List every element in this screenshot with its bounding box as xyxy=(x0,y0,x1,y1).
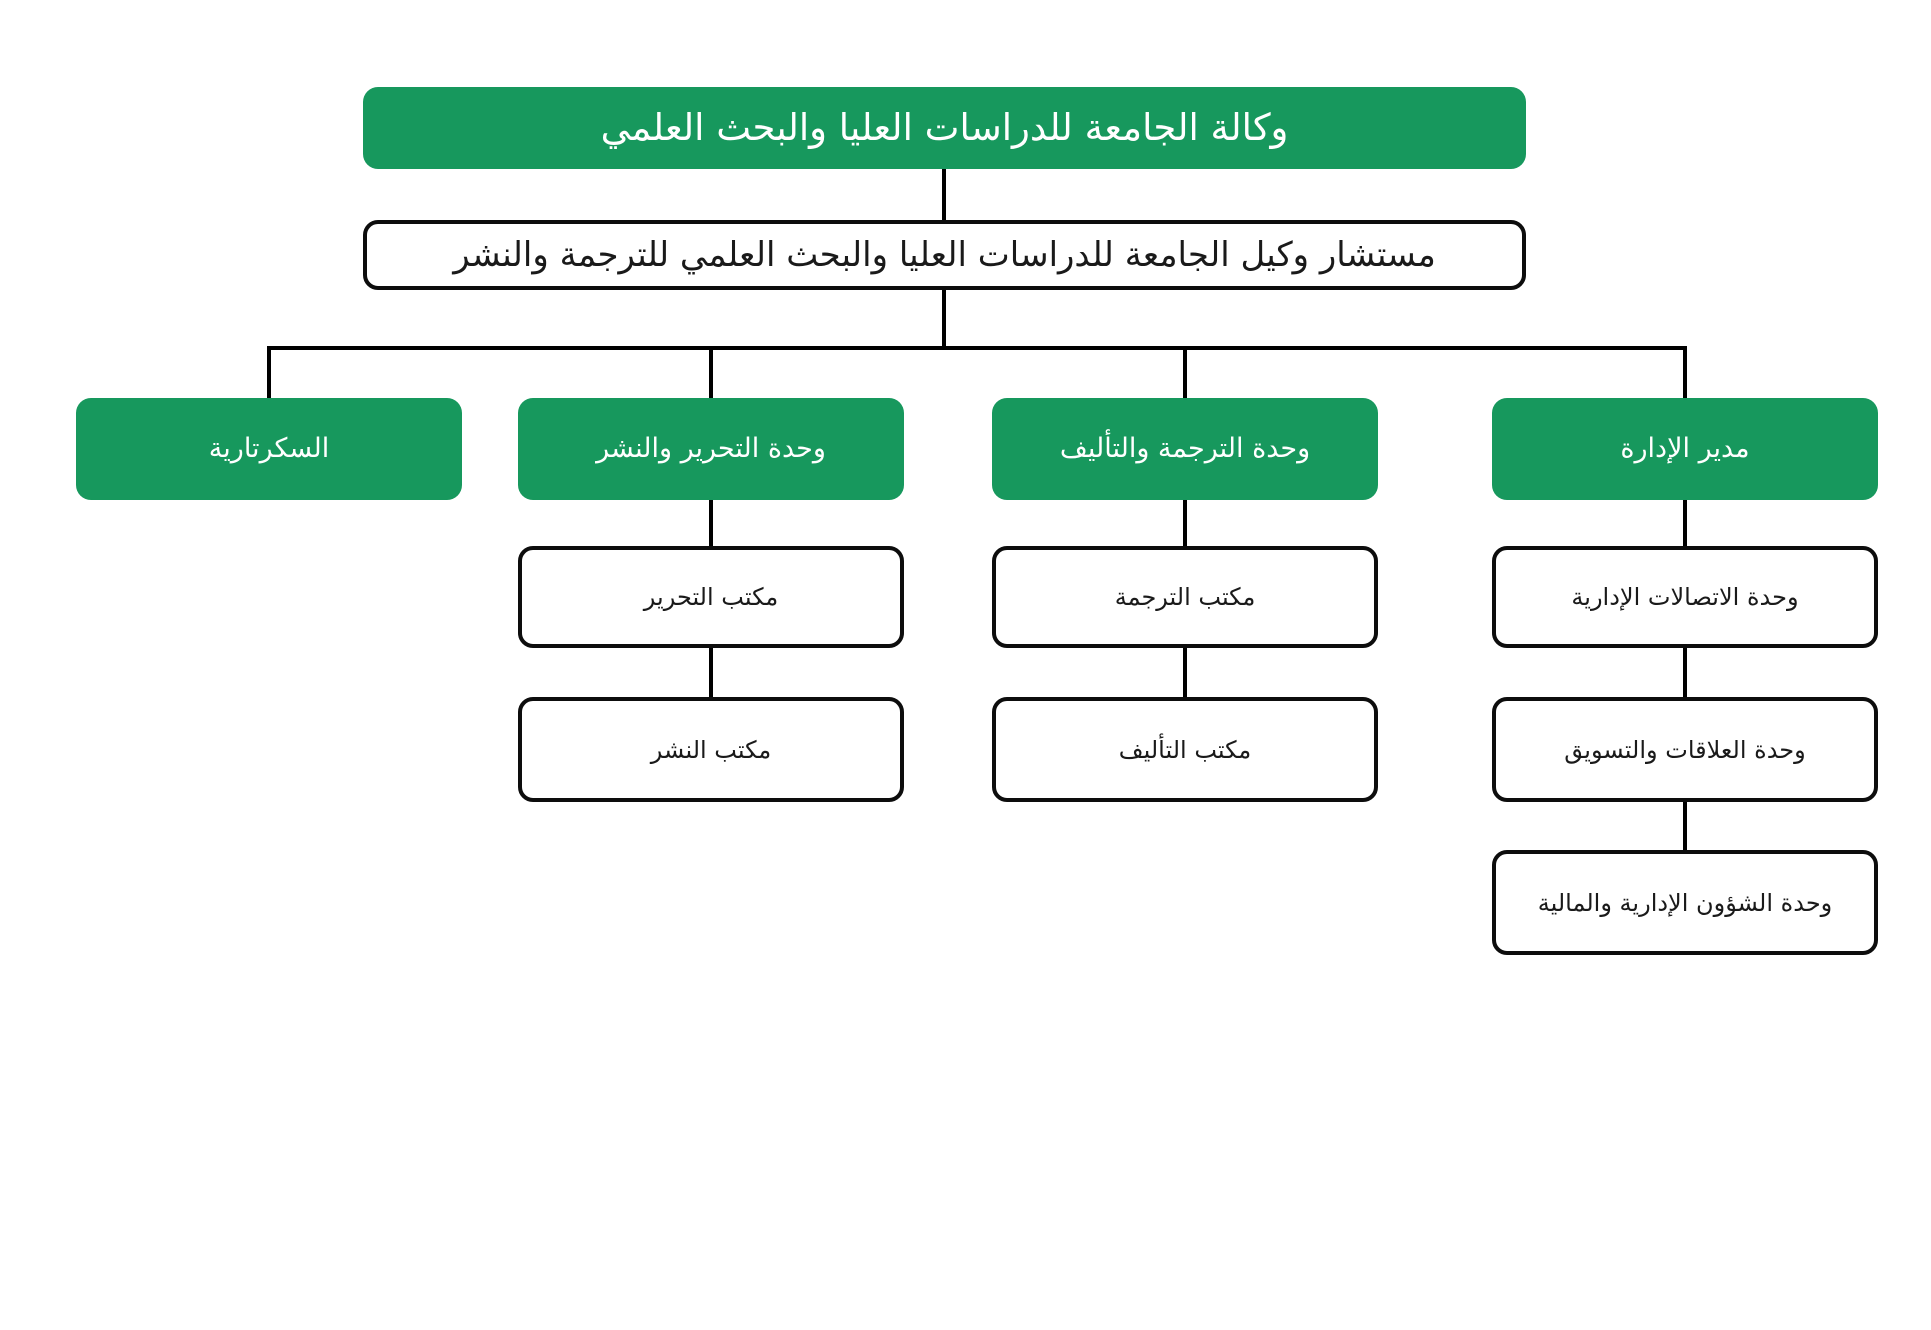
org-node-editing-publishing-unit: وحدة التحرير والنشر xyxy=(518,398,904,500)
org-node-administration-director: مدير الإدارة xyxy=(1492,398,1878,500)
org-node-editing-office: مكتب التحرير xyxy=(518,546,904,648)
org-node-root: وكالة الجامعة للدراسات العليا والبحث الع… xyxy=(363,87,1526,169)
org-node-admin-communications-unit: وحدة الاتصالات الإدارية xyxy=(1492,546,1878,648)
connector-bus-to-secretariat xyxy=(267,350,271,398)
connector-editing-office-to-publishing-office xyxy=(709,648,713,697)
connector-relations-to-financial-unit xyxy=(1683,802,1687,850)
connector-horizontal-bus xyxy=(267,346,1687,350)
org-node-advisor: مستشار وكيل الجامعة للدراسات العليا والب… xyxy=(363,220,1526,290)
connector-advisor-to-bus xyxy=(942,290,946,346)
org-node-translation-authoring-unit: وحدة الترجمة والتأليف xyxy=(992,398,1378,500)
org-node-publishing-office: مكتب النشر xyxy=(518,697,904,802)
connector-director-to-communications-unit xyxy=(1683,500,1687,546)
connector-communications-to-relations-unit xyxy=(1683,648,1687,697)
org-node-admin-financial-affairs-unit: وحدة الشؤون الإدارية والمالية xyxy=(1492,850,1878,955)
connector-editing-unit-to-editing-office xyxy=(709,500,713,546)
connector-translation-office-to-authoring-office xyxy=(1183,648,1187,697)
connector-root-to-advisor xyxy=(942,169,946,220)
connector-translation-unit-to-translation-office xyxy=(1183,500,1187,546)
org-node-authoring-office: مكتب التأليف xyxy=(992,697,1378,802)
connector-bus-to-editing-unit xyxy=(709,350,713,398)
connector-bus-to-director xyxy=(1683,350,1687,398)
org-node-relations-marketing-unit: وحدة العلاقات والتسويق xyxy=(1492,697,1878,802)
org-node-secretariat: السكرتارية xyxy=(76,398,462,500)
connector-bus-to-translation-unit xyxy=(1183,350,1187,398)
org-node-translation-office: مكتب الترجمة xyxy=(992,546,1378,648)
